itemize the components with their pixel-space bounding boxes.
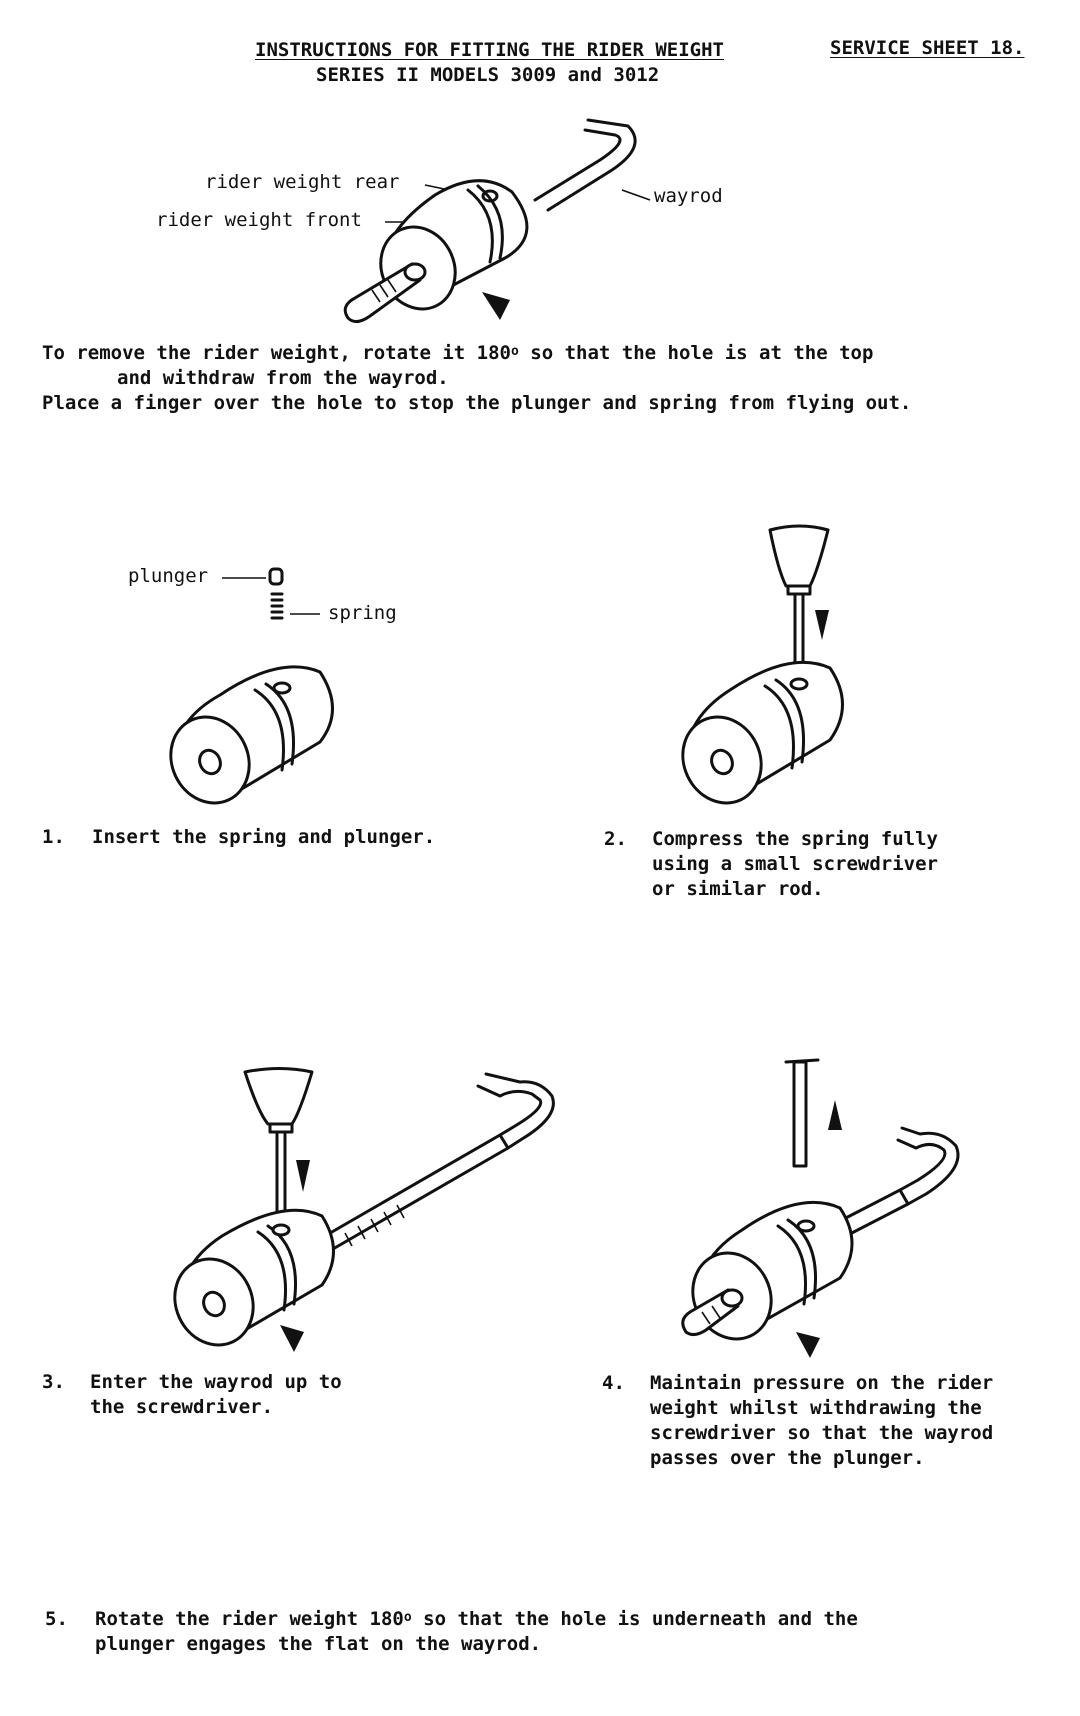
step-4-text-line-2: weight whilst withdrawing the (650, 1397, 982, 1419)
step-5-text-line-2: plunger engages the flat on the wayrod. (95, 1633, 542, 1655)
step-4-text-line-1: Maintain pressure on the rider (650, 1372, 994, 1394)
sheet-number: SERVICE SHEET 18. (830, 37, 1025, 59)
label-plunger: plunger (128, 565, 209, 587)
step-4-number: 4. (602, 1372, 625, 1394)
step-3-text-line-1: Enter the wayrod up to (90, 1371, 342, 1393)
step-3-number: 3. (42, 1371, 65, 1393)
step-2-number: 2. (604, 828, 627, 850)
step-5-text-line-1: Rotate the rider weight 180o so that the… (95, 1608, 858, 1630)
label-rider-weight-front: rider weight front (156, 209, 362, 231)
step-4-text-line-4: passes over the plunger. (650, 1447, 925, 1469)
step-2-text-line-1: Compress the spring fully (652, 828, 938, 850)
label-wayrod: wayrod (654, 185, 723, 207)
step-5-number: 5. (45, 1608, 68, 1630)
step-1-number: 1. (42, 826, 65, 848)
step-2-text-line-2: using a small screwdriver (652, 853, 938, 875)
step-2-illustration (681, 524, 844, 805)
step-4-text-line-3: screwdriver so that the wayrod (650, 1422, 994, 1444)
step-3-text-line-2: the screwdriver. (90, 1396, 274, 1418)
intro-line-2: and withdraw from the wayrod. (117, 367, 449, 389)
step-1-illustration (169, 567, 334, 805)
label-rider-weight-rear: rider weight rear (205, 171, 400, 193)
step-2-text-line-3: or similar rod. (652, 878, 824, 900)
page-subtitle: SERIES II MODELS 3009 and 3012 (316, 64, 660, 86)
step-3-illustration (173, 1067, 555, 1352)
intro-line-1: To remove the rider weight, rotate it 18… (42, 342, 874, 364)
label-spring: spring (328, 602, 397, 624)
page-title: INSTRUCTIONS FOR FITTING THE RIDER WEIGH… (255, 39, 724, 61)
step-1-text: Insert the spring and plunger. (92, 826, 436, 848)
rider-weight-main-illustration (343, 118, 651, 323)
intro-line-3: Place a finger over the hole to stop the… (42, 392, 912, 414)
step-4-illustration (681, 1058, 960, 1358)
